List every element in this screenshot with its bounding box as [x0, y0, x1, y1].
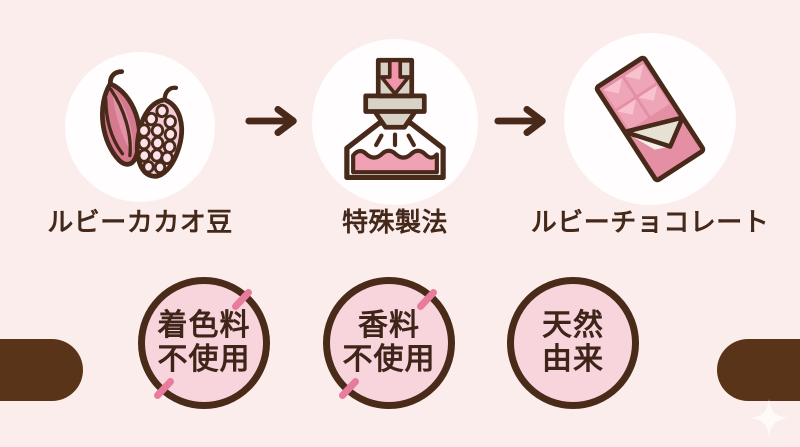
- right-arrow-icon: [243, 103, 305, 139]
- shine-dash-icon: [337, 376, 361, 401]
- cacao-pod-and-bean-icon: [78, 65, 202, 189]
- step-process-label: 特殊製法: [341, 207, 448, 237]
- right-arrow-icon: [492, 103, 554, 139]
- sparkle-icon: [750, 399, 788, 437]
- shine-dash-icon: [230, 287, 254, 312]
- badge-no-coloring: 着色料 不使用: [138, 277, 270, 409]
- shine-dash-icon: [152, 376, 176, 401]
- badge-text-line: 不使用: [342, 343, 436, 376]
- badge-text-line: 不使用: [157, 343, 251, 376]
- badge-text-line: 天然: [542, 309, 604, 343]
- chocolate-bar-icon: [577, 46, 723, 192]
- step-chocolate-label: ルビーチョコレート: [530, 207, 770, 237]
- right-edge-pill-decoration: [717, 339, 800, 401]
- shine-dash-icon: [415, 287, 439, 312]
- badge-natural-origin: 天然 由来: [507, 277, 639, 409]
- left-edge-pill-decoration: [0, 339, 83, 401]
- badge-no-fragrance: 香料 不使用: [323, 277, 455, 409]
- step-cacao-circle: [65, 52, 215, 202]
- badge-text-line: 着色料: [157, 309, 251, 343]
- press-machine-icon: [327, 54, 463, 190]
- badge-text-line: 由来: [542, 343, 604, 376]
- step-cacao-label: ルビーカカオ豆: [47, 207, 233, 237]
- step-chocolate-circle: [564, 33, 736, 205]
- step-process-circle: [312, 39, 478, 205]
- badge-text-line: 香料: [358, 309, 420, 343]
